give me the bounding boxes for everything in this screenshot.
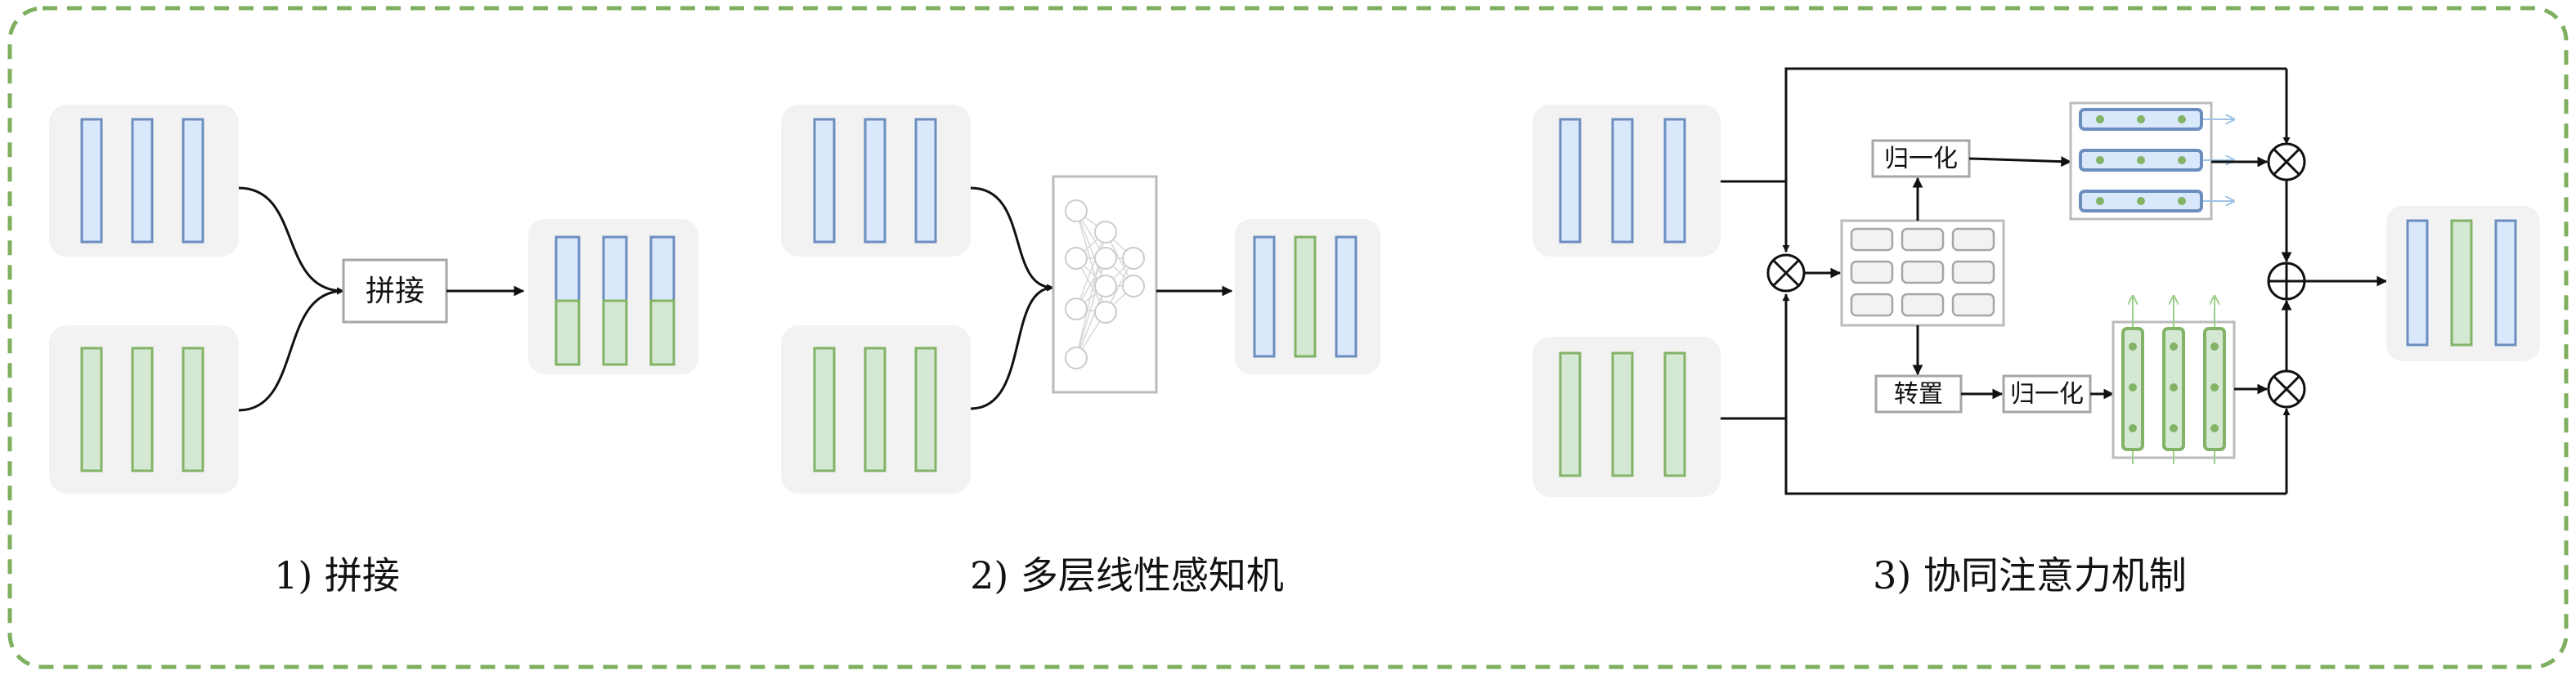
green-feature-bar (182, 347, 204, 472)
concat-bar-bottom (649, 299, 675, 366)
panel-caption: 1) 拼接 (274, 553, 400, 597)
transpose-label: 转置 (1894, 380, 1943, 409)
concat-bar-top (649, 235, 675, 302)
output-bar-green (1294, 235, 1317, 358)
multiply-node (2267, 369, 2306, 409)
connector (970, 186, 1054, 292)
green-feature-bar (914, 347, 937, 472)
add-node (2267, 262, 2306, 301)
normalize-label-bottom: 归一化 (2010, 380, 2084, 409)
blue-feature-bar (1663, 118, 1686, 244)
blue-feature-bar (131, 118, 154, 244)
blue-feature-bar (1611, 118, 1634, 244)
output-bar-blue (2494, 219, 2517, 347)
green-feature-bar (131, 347, 154, 472)
connector (238, 287, 344, 412)
blue-feature-bar (914, 118, 937, 244)
green-feature-bar (80, 347, 103, 472)
output-bar-green (2450, 219, 2473, 347)
affinity-matrix (1840, 219, 2005, 327)
green-feature-bar (864, 347, 886, 472)
concat-box-label: 拼接 (366, 275, 424, 308)
connector (1721, 293, 2291, 495)
panel-caption: 3) 协同注意力机制 (1873, 553, 2187, 597)
mlp-network-icon (1052, 175, 1158, 394)
concat-bar-bottom (602, 299, 628, 366)
green-feature-bar (1559, 351, 1582, 477)
connector (238, 186, 344, 295)
blue-attention-weights (2069, 101, 2234, 221)
output-bar-blue (1253, 235, 1276, 358)
concat-bar-bottom (554, 299, 581, 366)
blue-feature-bar (813, 118, 836, 244)
concat-box (342, 258, 448, 324)
output-bar-blue (2406, 219, 2429, 347)
green-attention-weights (2112, 296, 2236, 464)
connector (970, 284, 1054, 410)
blue-feature-bar (80, 118, 103, 244)
panel-concat: 拼接 1) 拼接 (49, 105, 698, 597)
multiply-node (1766, 253, 1806, 293)
output-bar-blue (1335, 235, 1358, 358)
blue-feature-bar (1559, 118, 1582, 244)
panel-co-attention: 归一化 转置 归一化 (1533, 67, 2540, 597)
normalize-box-bottom (2002, 374, 2092, 414)
panel-caption: 2) 多层线性感知机 (970, 553, 1284, 597)
transpose-box (1874, 374, 1963, 414)
connector (1968, 156, 2072, 168)
green-feature-bar (813, 347, 836, 472)
blue-feature-bar (182, 118, 204, 244)
multiply-node (2267, 142, 2306, 181)
concat-bar-top (554, 235, 581, 302)
blue-feature-bar (864, 118, 886, 244)
connector (1721, 67, 2291, 253)
green-feature-bar (1663, 351, 1686, 477)
normalize-label-top: 归一化 (1884, 145, 1958, 173)
green-feature-bar (1611, 351, 1634, 477)
panel-mlp: 2) 多层线性感知机 (781, 105, 1380, 597)
concat-bar-top (602, 235, 628, 302)
